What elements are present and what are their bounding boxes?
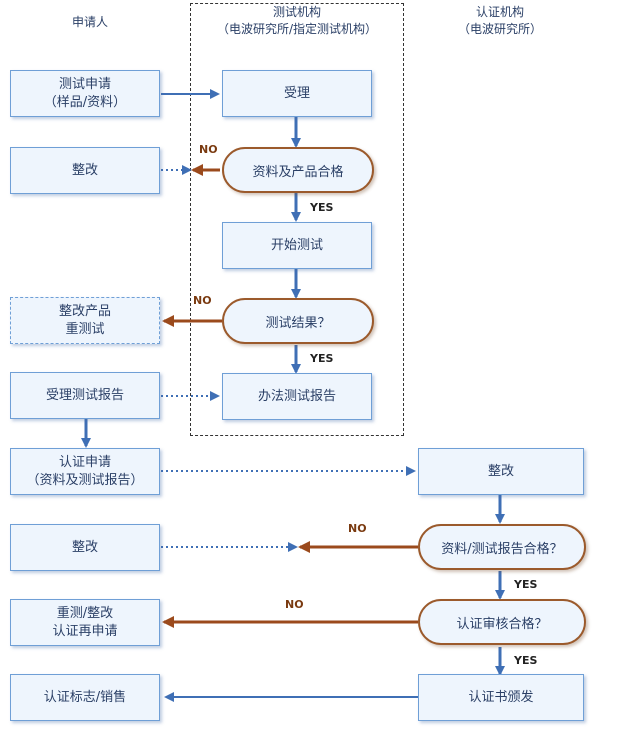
label-yes-2: YES [310,352,334,365]
label-no-2: NO [193,294,212,307]
node-test-result: 测试结果？ [222,298,374,344]
header-cert-org: 认证机构 （电波研究所） [457,5,542,36]
node-accept: 受理 [222,70,372,117]
header-test-org: 测试机构 （电波研究所/指定测试机构） [216,5,378,36]
node-start-test: 开始测试 [222,222,372,269]
node-retest-reapply: 重测/整改 认证再申请 [10,599,160,646]
node-test-application: 测试申请 （样品/资料） [10,70,160,117]
label-yes-4: YES [514,654,538,667]
node-rectify-1: 整改 [10,147,160,194]
label-no-4: NO [285,598,304,611]
node-rectify-2: 整改 [10,524,160,571]
node-cert-application: 认证申请 （资料及测试报告） [10,448,160,495]
node-cert-review-ok: 认证审核合格？ [418,599,586,645]
label-yes-1: YES [310,201,334,214]
node-cert-rectify: 整改 [418,448,584,495]
label-no-3: NO [348,522,367,535]
label-no-1: NO [199,143,218,156]
node-docs-product-ok: 资料及产品合格 [222,147,374,193]
label-yes-3: YES [514,578,538,591]
node-issue-test-report: 办法测试报告 [222,373,372,420]
node-cert-issue: 认证书颁发 [418,674,584,721]
node-cert-mark-sales: 认证标志/销售 [10,674,160,721]
node-rectify-retest: 整改产品 重测试 [10,297,160,344]
test-org-frame [190,3,404,436]
node-receive-test-report: 受理测试报告 [10,372,160,419]
node-docs-report-ok: 资料/测试报告合格？ [418,524,586,570]
header-applicant: 申请人 [71,15,108,29]
